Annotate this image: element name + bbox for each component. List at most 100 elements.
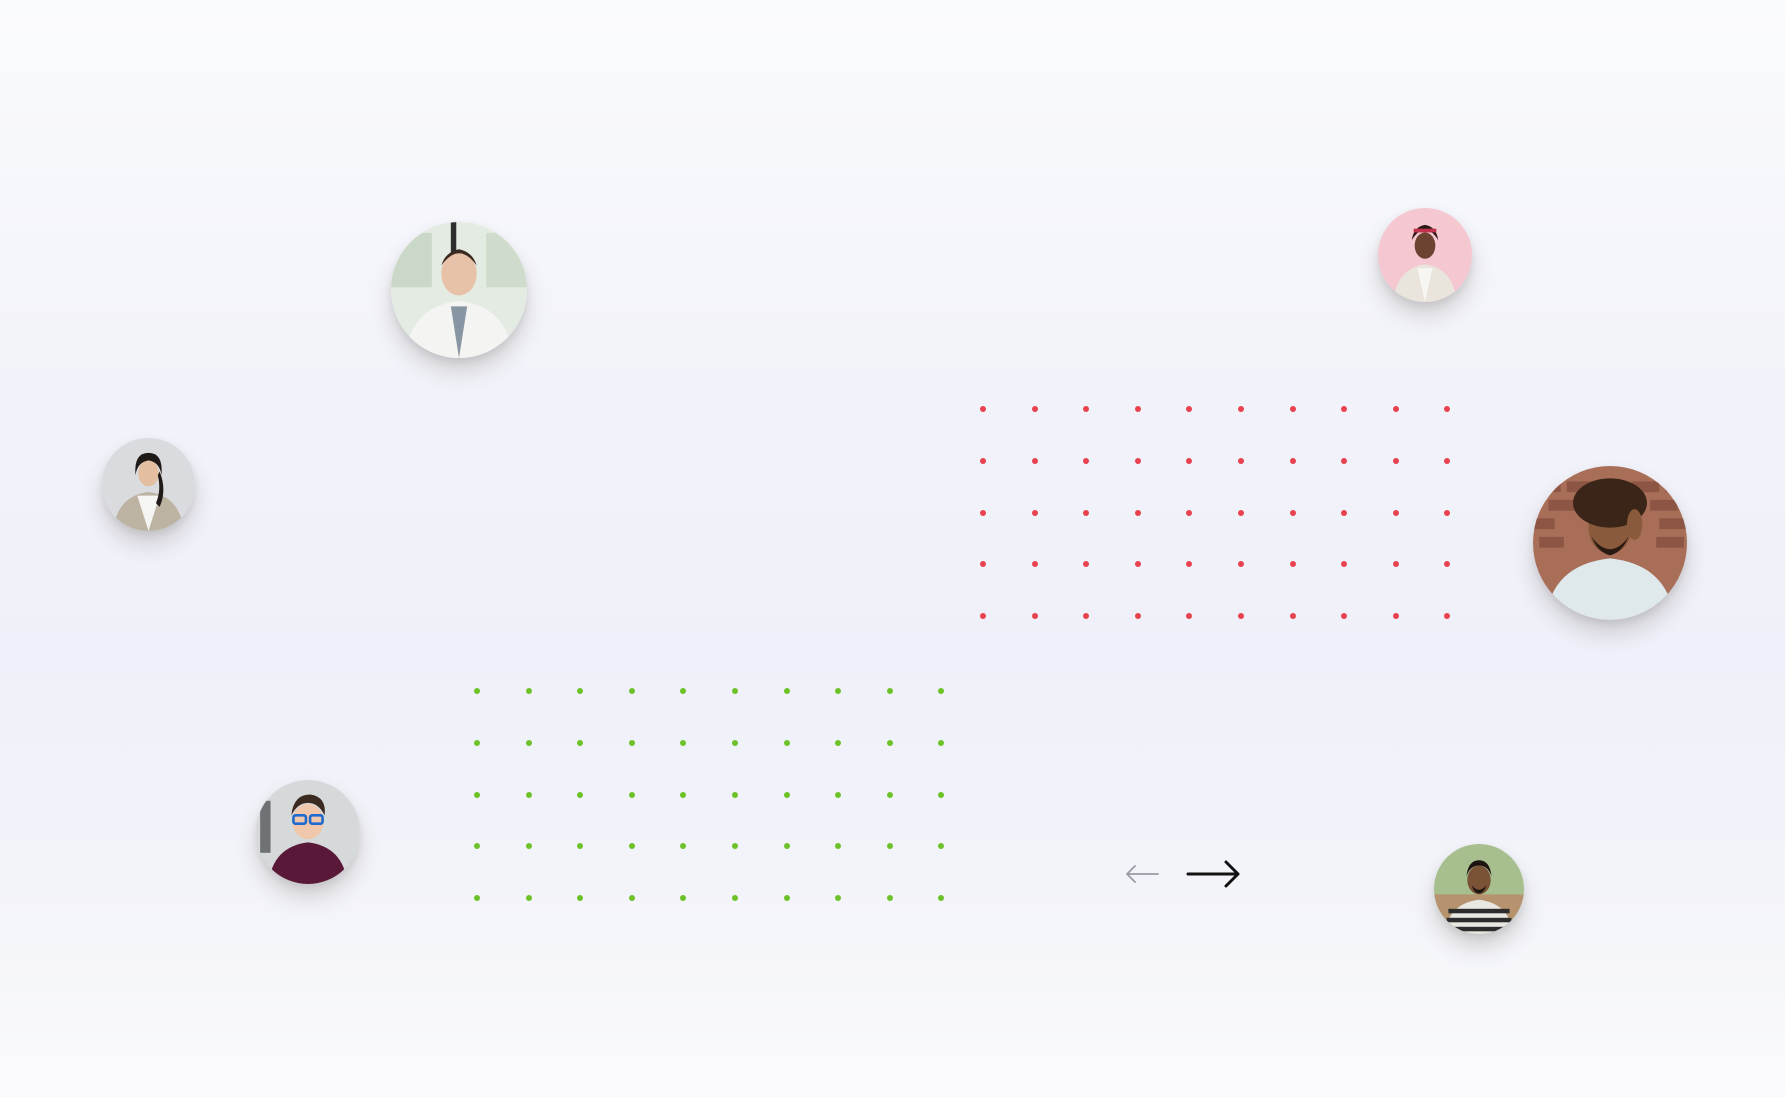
grid-dot xyxy=(783,739,790,746)
grid-dot xyxy=(886,791,893,798)
grid-dot xyxy=(938,791,945,798)
grid-dot xyxy=(886,688,893,694)
grid-dot xyxy=(732,739,738,746)
next-button[interactable] xyxy=(1186,858,1242,890)
grid-dot xyxy=(980,406,986,412)
grid-dot xyxy=(835,791,842,798)
avatar-image xyxy=(1533,466,1687,620)
grid-dot xyxy=(680,895,687,902)
grid-dot xyxy=(1444,613,1451,620)
avatar-woman-pink-background xyxy=(1378,208,1472,302)
grid-dot xyxy=(783,688,790,694)
grid-dot xyxy=(628,688,635,694)
grid-dot xyxy=(1134,509,1141,516)
grid-dot xyxy=(1341,406,1348,412)
grid-dot xyxy=(1238,561,1244,568)
avatar-image xyxy=(102,438,195,531)
grid-dot xyxy=(1083,561,1090,568)
green-dot-grid xyxy=(474,688,946,906)
grid-dot xyxy=(1238,509,1244,516)
avatar-image xyxy=(391,222,527,358)
grid-dot xyxy=(835,688,842,694)
grid-dot xyxy=(980,457,986,464)
red-dot-grid xyxy=(980,406,1452,624)
grid-dot xyxy=(980,561,986,568)
grid-dot xyxy=(1238,613,1244,620)
grid-dot xyxy=(783,895,790,902)
grid-dot xyxy=(1444,509,1451,516)
avatar-man-glasses xyxy=(256,780,360,884)
grid-dot xyxy=(938,895,945,902)
grid-dot xyxy=(886,843,893,850)
grid-dot xyxy=(1083,613,1090,620)
grid-dot xyxy=(525,895,532,902)
arrow-left-icon xyxy=(1126,865,1159,883)
grid-dot xyxy=(1031,509,1038,516)
grid-dot xyxy=(1289,406,1296,412)
grid-dot xyxy=(1392,457,1399,464)
grid-dot xyxy=(1238,406,1244,412)
grid-dot xyxy=(1083,406,1090,412)
grid-dot xyxy=(1289,613,1296,620)
grid-dot xyxy=(980,613,986,620)
grid-dot xyxy=(577,895,584,902)
grid-dot xyxy=(628,739,635,746)
avatar-man-curly-hair xyxy=(1533,466,1687,620)
grid-dot xyxy=(1341,509,1348,516)
grid-dot xyxy=(1341,457,1348,464)
grid-dot xyxy=(783,791,790,798)
grid-dot xyxy=(628,791,635,798)
grid-dot xyxy=(680,688,687,694)
arrow-right-icon xyxy=(1186,860,1240,888)
grid-dot xyxy=(628,843,635,850)
grid-dot xyxy=(1083,509,1090,516)
grid-dot xyxy=(1238,457,1244,464)
grid-dot xyxy=(1392,561,1399,568)
grid-dot xyxy=(783,843,790,850)
grid-dot xyxy=(886,739,893,746)
grid-dot xyxy=(1392,509,1399,516)
grid-dot xyxy=(886,895,893,902)
grid-dot xyxy=(1444,561,1451,568)
grid-dot xyxy=(938,739,945,746)
grid-dot xyxy=(980,509,986,516)
grid-dot xyxy=(835,739,842,746)
grid-dot xyxy=(680,791,687,798)
grid-dot xyxy=(835,895,842,902)
grid-dot xyxy=(1134,406,1141,412)
grid-dot xyxy=(474,791,480,798)
grid-dot xyxy=(732,843,738,850)
grid-dot xyxy=(938,688,945,694)
grid-dot xyxy=(1186,509,1193,516)
grid-dot xyxy=(732,688,738,694)
grid-dot xyxy=(474,688,480,694)
avatar-image xyxy=(1378,208,1472,302)
avatar-woman-cardigan xyxy=(102,438,195,531)
grid-dot xyxy=(1341,613,1348,620)
grid-dot xyxy=(1186,406,1193,412)
grid-dot xyxy=(1444,457,1451,464)
grid-dot xyxy=(1289,457,1296,464)
grid-dot xyxy=(1134,613,1141,620)
grid-dot xyxy=(938,843,945,850)
grid-dot xyxy=(525,843,532,850)
grid-dot xyxy=(1031,613,1038,620)
grid-dot xyxy=(577,843,584,850)
grid-dot xyxy=(1444,406,1451,412)
previous-button[interactable] xyxy=(1124,862,1160,886)
grid-dot xyxy=(835,843,842,850)
grid-dot xyxy=(525,688,532,694)
avatar-image xyxy=(1434,844,1524,934)
grid-dot xyxy=(577,791,584,798)
grid-dot xyxy=(732,895,738,902)
grid-dot xyxy=(1031,457,1038,464)
grid-dot xyxy=(1392,406,1399,412)
grid-dot xyxy=(1186,561,1193,568)
grid-dot xyxy=(1289,561,1296,568)
grid-dot xyxy=(732,791,738,798)
grid-dot xyxy=(1392,613,1399,620)
grid-dot xyxy=(1031,561,1038,568)
grid-dot xyxy=(1134,561,1141,568)
grid-dot xyxy=(680,739,687,746)
grid-dot xyxy=(525,791,532,798)
